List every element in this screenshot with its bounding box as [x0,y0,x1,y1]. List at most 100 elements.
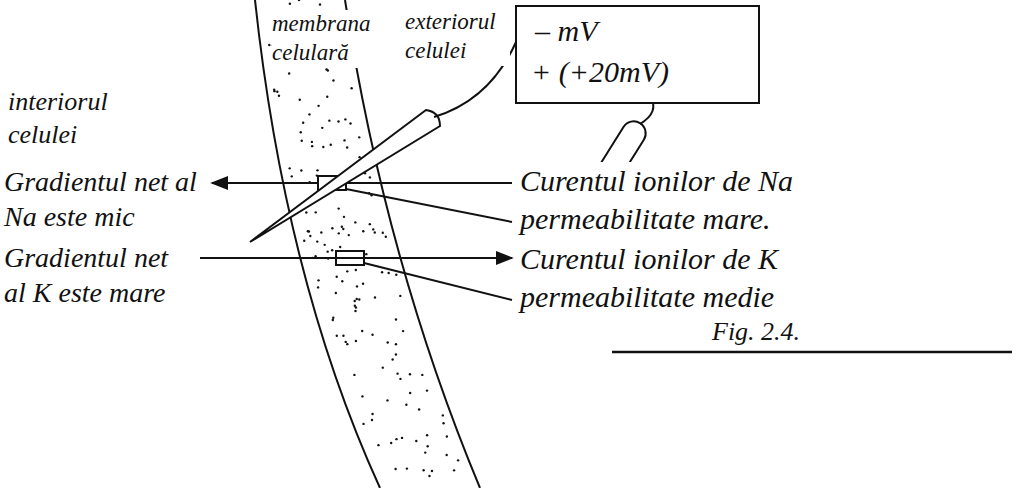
interior-label: interiorul celulei [8,86,118,151]
membrane-dot [358,136,360,138]
membrane-dot [442,422,444,424]
membrane-dot [300,131,302,133]
membrane-dot [302,122,304,124]
microelectrode [250,110,440,242]
membrane-dot [326,250,328,252]
membrane-dot [321,127,323,129]
meter-reading: + (+20mV) [531,52,744,93]
membrane-dot [371,419,373,421]
meter-reading: – mV [531,11,744,52]
membrane-dot [350,87,352,89]
membrane-dot [317,286,319,288]
k-current-label: Curentul ionilor de K permeabilitate med… [520,240,880,315]
membrane-dot [311,145,313,147]
membrane-dot [353,374,355,376]
membrane-texture [268,0,459,477]
membrane-dot [341,280,343,282]
membrane-dot [346,343,348,345]
membrane-dot [453,469,455,471]
membrane-dot [355,340,357,342]
membrane-dot [339,246,341,248]
membrane-dot [354,300,356,302]
membrane-dot [342,335,344,337]
membrane-dot [268,44,270,46]
membrane-dot [336,335,338,337]
membrane-dot [399,295,401,297]
membrane-dot [328,119,330,121]
membrane-dot [307,230,309,232]
membrane-dot [298,0,300,1]
membrane-dot [365,253,367,255]
membrane-dot [316,169,318,171]
membrane-dot [301,139,303,141]
membrane-dot [348,234,350,236]
membrane-dot [331,249,333,251]
membrane-dot [395,343,397,345]
membrane-dot [354,305,356,307]
membrane-dot [387,341,389,343]
membrane-inner-edge [255,0,380,488]
membrane-dot [424,451,426,453]
membrane-dot [381,271,383,273]
k-current-arrow [200,257,512,259]
membrane-dot [391,358,393,360]
membrane-dot [390,442,392,444]
membrane-dot [428,475,430,477]
membrane-dot [346,146,348,148]
membrane-dot [361,330,363,332]
membrane-dot [386,399,388,401]
membrane-dot [332,317,334,319]
na-current-leader [346,182,512,184]
exterior-label: exteriorul celulei [405,8,510,66]
membrane-dot [395,353,397,355]
k-permeability-leader [364,263,512,300]
membrane-dot [409,373,411,375]
membrane-dot [330,143,332,145]
membrane-dot [332,79,334,81]
membrane-dot [362,423,364,425]
membrane-dot [311,141,313,143]
membrane-dot [382,366,384,368]
membrane-dot [406,467,408,469]
membrane-dot [336,276,338,278]
membrane-dot [358,298,360,300]
membrane-dot [331,227,333,229]
membrane-dot [308,113,310,115]
membrane-dot [276,91,278,93]
membrane-dot [332,319,334,321]
membrane-dot [345,341,347,343]
membrane-outer-edge [345,0,480,488]
membrane-dot [320,231,322,233]
membrane-dot [335,292,337,294]
membrane-dot [418,408,420,410]
membrane-dot [278,95,280,97]
na-current-label: Curentul ionilor de Na permeabilitate ma… [520,162,880,237]
membrane-dot [369,176,371,178]
membrane-dot [326,96,328,98]
membrane-dot [395,438,397,440]
membrane-dot [442,414,444,416]
membrane-dot [362,230,364,232]
membrane-dot [399,378,401,380]
membrane-dot [337,207,339,209]
membrane-dot [356,298,358,300]
membrane-dot [317,279,319,281]
membrane-dot [325,68,327,70]
membrane-dot [426,445,428,447]
membrane-dot [426,389,428,391]
membrane-dot [371,334,373,336]
na-gradient-arrow [212,182,318,184]
membrane-dot [354,221,356,223]
membrane-dot [273,90,275,92]
membrane-dot [431,470,433,472]
membrane-dot [343,216,345,218]
membrane-dot [372,228,374,230]
membrane-dot [346,270,348,272]
membrane-dot [317,105,319,107]
membrane-dot [288,72,290,74]
membrane-dot [343,139,345,141]
membrane-dot [323,244,325,246]
membrane-dot [371,413,373,415]
membrane-dot [319,3,321,5]
membrane-dot [395,274,397,276]
